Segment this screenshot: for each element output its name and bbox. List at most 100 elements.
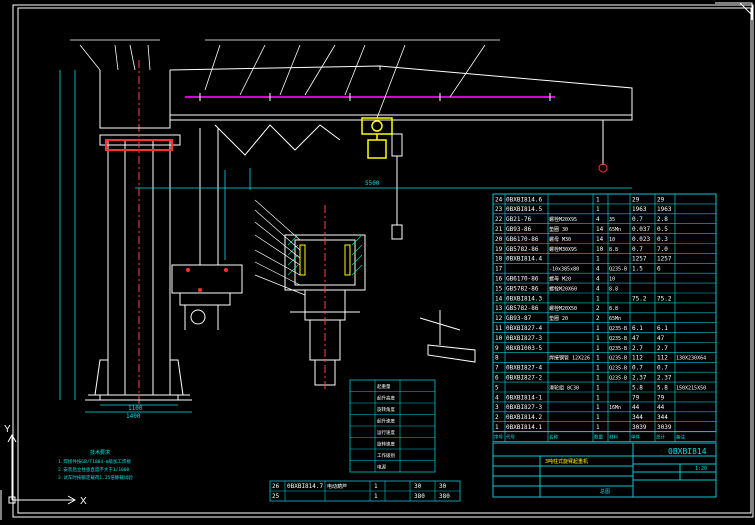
section-bolts — [299, 244, 351, 276]
bom-total-weight: 5.8 — [657, 384, 668, 391]
bom-no: 5 — [495, 384, 499, 391]
bom-no: 23 — [495, 206, 503, 213]
bom-code: GB6170-86 — [506, 236, 539, 243]
bom-total-weight: 7.0 — [657, 246, 668, 253]
bom-no: 16 — [495, 276, 503, 283]
bom-header-cell: 代号 — [506, 434, 515, 441]
bom-qty: 14 — [596, 226, 604, 233]
dim-lower-base: 1400 — [126, 413, 141, 420]
bom-unit-weight: 3039 — [632, 424, 647, 431]
bom-name: 焊接钢管 12X226 — [549, 355, 590, 362]
bom-qty: 1 — [596, 424, 600, 431]
bom-qty: 4 — [596, 285, 600, 292]
bom-code: 0BXBI827-2 — [506, 375, 543, 382]
bottom-qty: 1 — [374, 493, 378, 500]
bom-code: 0BXBI827-3 — [506, 404, 543, 411]
bom-code: GB5782-86 — [506, 305, 539, 312]
bom-no: 18 — [495, 256, 503, 263]
bom-unit-weight: 6.1 — [632, 325, 643, 332]
bom-qty: 1 — [596, 384, 600, 391]
crane-elevation-view[interactable]: 5500 1100 1400 — [59, 39, 633, 420]
bom-header-cell: 总计 — [656, 434, 665, 441]
bom-qty: 2 — [596, 305, 600, 312]
bom-header-frame — [492, 431, 717, 442]
bom-name: 螺栓M20X95 — [549, 216, 577, 223]
bom-code: 0BXBI814.3 — [506, 295, 543, 302]
notes-line-3: 3.试车时按额定载荷1.25倍静载试验 — [58, 474, 133, 481]
bom-qty: 1 — [596, 394, 600, 401]
bom-material: Q235-B — [609, 356, 627, 362]
bom-no: 2 — [495, 414, 499, 421]
bottom-unit-weight: 30 — [414, 483, 422, 490]
bom-material: 35 — [609, 217, 615, 223]
bom-unit-weight: 75.2 — [632, 295, 647, 302]
title-block[interactable]: 0BXBI814 3吨柱式旋臂起重机 1:20 总图 — [492, 442, 717, 498]
bom-total-weight: 0.5 — [657, 226, 668, 233]
bom-header-cell: 单件 — [631, 434, 640, 441]
bom-no: 12 — [495, 315, 503, 322]
bom-code: GB21-76 — [506, 216, 532, 223]
bom-unit-weight: 344 — [632, 414, 643, 421]
bom-material: Q235-B — [609, 267, 627, 273]
bom-qty: 10 — [596, 246, 604, 253]
title-scale: 1:20 — [695, 466, 707, 472]
bom-no: 21 — [495, 226, 503, 233]
bom-material: 8.8 — [609, 306, 618, 312]
bom-unit-weight: 1.5 — [632, 266, 643, 273]
bom-unit-weight: 0.7 — [632, 246, 643, 253]
bottom-no: 25 — [272, 493, 280, 500]
bom-qty: 1 — [596, 256, 600, 263]
bom-qty: 4 — [596, 216, 600, 223]
bottom-total-weight: 30 — [439, 483, 447, 490]
bom-no: 19 — [495, 246, 503, 253]
bom-unit-weight: 5.8 — [632, 384, 643, 391]
bom-material: 10 — [609, 237, 615, 243]
bom-no: 13 — [495, 305, 503, 312]
slewing-bearing-section[interactable] — [254, 199, 366, 390]
bom-no: 17 — [495, 266, 503, 273]
param-label: 旋转速度 — [377, 441, 395, 448]
bom-unit-weight: 2.7 — [632, 345, 643, 352]
bom-no: 7 — [495, 365, 499, 372]
bom-code: GB5782-86 — [506, 285, 539, 292]
arm-end-stop — [598, 120, 608, 173]
bottom-name: 电动葫芦 — [327, 483, 347, 490]
bom-note: 150X215X50 — [676, 385, 706, 391]
param-label: 工作级别 — [377, 452, 395, 459]
bom-material: Q235-B — [609, 326, 627, 332]
bom-total-weight: 29 — [657, 196, 665, 203]
drawing-border — [12, 4, 754, 518]
bom-qty: 1 — [596, 345, 600, 352]
